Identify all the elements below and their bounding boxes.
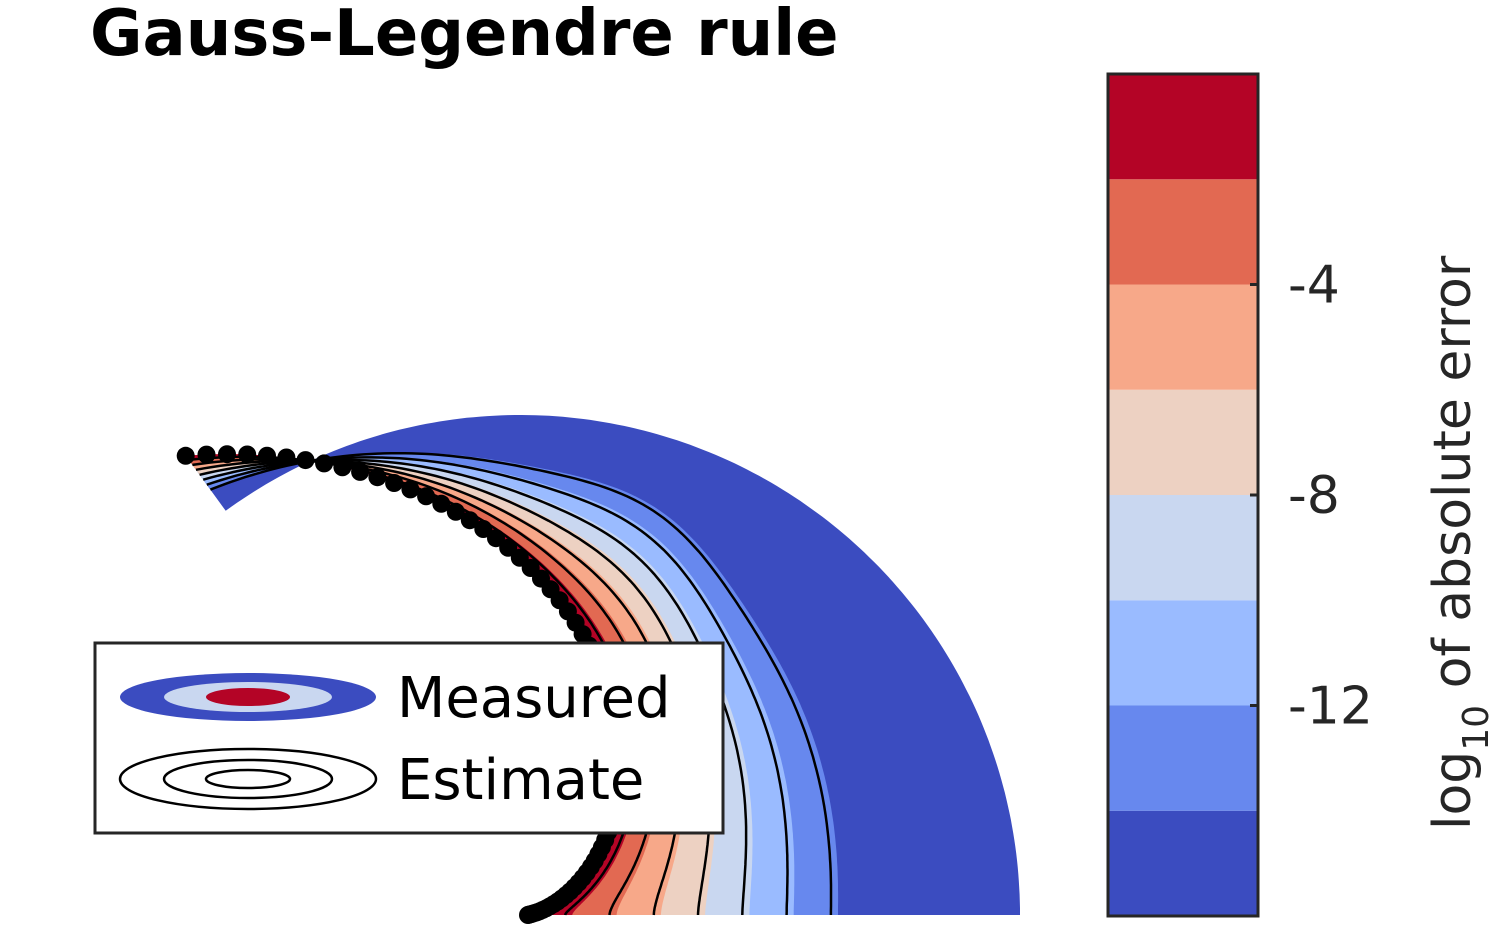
colorbar-band	[1108, 284, 1258, 390]
legend-label-measured: Measured	[397, 666, 671, 731]
boundary-dot	[432, 494, 451, 513]
colorbar-band	[1108, 600, 1258, 706]
boundary-dot	[499, 538, 518, 557]
colorbar-band	[1108, 810, 1258, 916]
boundary-dot	[460, 511, 479, 530]
boundary-dot	[315, 454, 334, 473]
boundary-dot	[368, 468, 387, 487]
boundary-dot	[176, 446, 195, 465]
boundary-dot	[351, 462, 370, 481]
colorbar-tick-label: -12	[1288, 677, 1373, 737]
colorbar-band	[1108, 389, 1258, 495]
legend: Measured Estimate	[93, 641, 725, 835]
estimate-contour	[199, 459, 712, 916]
boundary-dot	[333, 458, 352, 477]
boundary-dot	[487, 529, 505, 548]
boundary-dot	[218, 445, 236, 464]
boundary-dot	[401, 480, 420, 499]
estimate-contour	[202, 458, 748, 916]
colorbar: -4 -8 -12 log10 of absolute error	[1106, 72, 1497, 918]
svg-text:log10 of absolute error: log10 of absolute error	[1423, 255, 1497, 830]
legend-label-estimate: Estimate	[397, 748, 644, 813]
boundary-dot	[417, 487, 436, 506]
colorbar-label-subscript: 10	[1456, 705, 1497, 751]
colorbar-band	[1108, 74, 1258, 180]
colorbar-label-log: log	[1423, 751, 1483, 830]
boundary-dot	[474, 520, 493, 538]
boundary-dot	[296, 451, 315, 470]
colorbar-label-rest: of absolute error	[1423, 255, 1483, 705]
estimate-contour	[206, 456, 789, 916]
boundary-dot	[238, 445, 257, 464]
boundary-dot	[385, 474, 404, 492]
chart-title: Gauss-Legendre rule	[90, 0, 839, 71]
colorbar-ticks: -4 -8 -12	[1250, 256, 1373, 737]
legend-box	[93, 641, 725, 835]
colorbar-band	[1108, 179, 1258, 285]
colorbar-label: log10 of absolute error	[1423, 255, 1497, 830]
colorbar-tick-label: -8	[1288, 466, 1340, 526]
colorbar-band	[1108, 705, 1258, 811]
legend-estimate-swatch	[118, 747, 378, 811]
boundary-dot	[446, 502, 465, 521]
colorbar-band	[1108, 495, 1258, 601]
boundary-dot	[197, 445, 216, 464]
colorbar-bands	[1108, 74, 1258, 916]
estimate-contour	[209, 451, 833, 915]
boundary-dot	[277, 448, 296, 467]
colorbar-tick-label: -4	[1288, 256, 1340, 316]
legend-measured-swatch	[120, 673, 376, 721]
boundary-dot	[258, 446, 276, 465]
